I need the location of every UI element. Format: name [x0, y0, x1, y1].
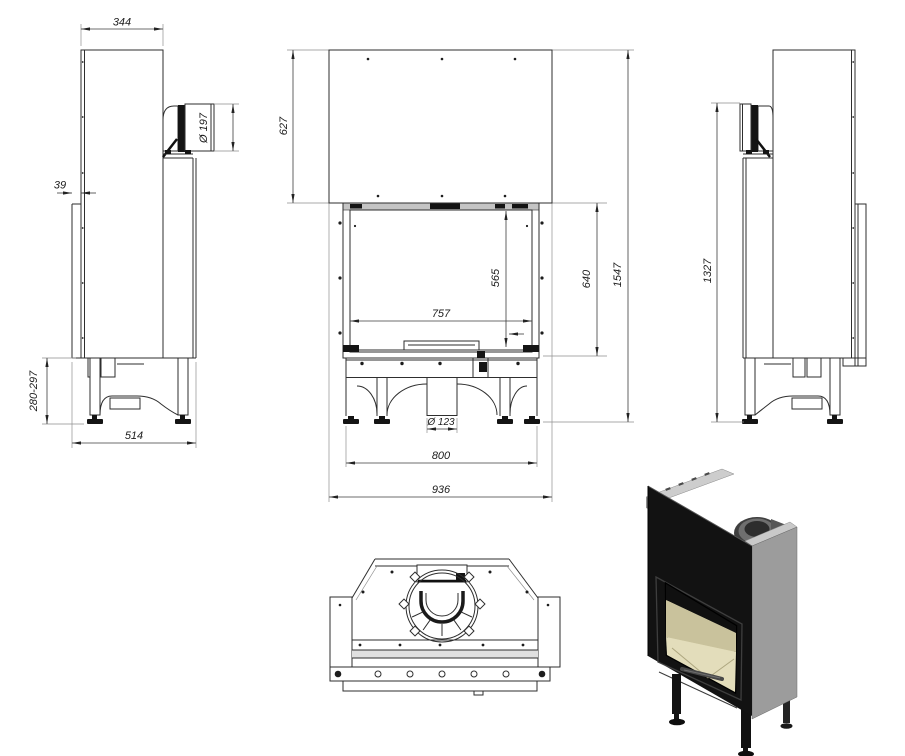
dim-left-flue-diameter-value: Ø 197 — [198, 112, 210, 144]
iso-leg-front-right — [741, 708, 751, 748]
dim-right-flue-top-height: 1327 — [702, 102, 744, 423]
iso-legs-front — [669, 674, 754, 756]
dim-front-total-height-value: 1547 — [612, 262, 624, 287]
side-view-right: 1327 — [702, 49, 867, 424]
right-view-geometry — [739, 49, 867, 424]
dim-front-hood-height-value: 627 — [278, 116, 290, 135]
dim-front-glass-height: 565 — [490, 211, 524, 347]
dim-front-leg-span: 800 — [345, 426, 538, 467]
isometric-view — [645, 468, 798, 756]
dim-left-door-offset-value: 39 — [54, 180, 66, 192]
iso-firebox-back-wall — [666, 600, 736, 652]
front-view: 627 565 757 640 1547 Ø 123 — [278, 49, 634, 502]
dim-front-leg-span-value: 800 — [432, 450, 451, 462]
dim-front-door-height-value: 640 — [581, 269, 593, 288]
left-view-geometry — [71, 49, 215, 424]
top-view-front-assembly — [329, 596, 561, 696]
dim-left-top-depth: 344 — [80, 17, 164, 46]
front-door — [338, 202, 544, 359]
dim-front-total-width-value: 936 — [432, 484, 451, 496]
dim-front-total-height: 1547 — [612, 50, 630, 422]
front-glass — [349, 209, 533, 353]
dim-left-leg-height: 280-297 — [28, 357, 84, 425]
front-hood-panel — [328, 49, 553, 204]
iso-door-handle — [680, 667, 724, 681]
iso-side-panel — [744, 521, 798, 720]
dim-front-hood-height: 627 — [278, 50, 295, 203]
dim-front-glass-height-value: 565 — [490, 268, 502, 287]
flue-collar-side-right — [739, 103, 774, 159]
dim-front-air-inlet-value: Ø 123 — [426, 417, 455, 428]
dim-left-flue-diameter: Ø 197 — [198, 103, 239, 152]
iso-firebox-dark-top — [666, 584, 736, 633]
dim-front-glass-width: 757 — [350, 308, 532, 323]
dim-front-total-width: 936 — [329, 484, 552, 499]
dim-front-air-inlet: Ø 123 — [426, 417, 458, 433]
dim-left-base-depth-value: 514 — [125, 430, 143, 442]
dim-front-door-height: 640 — [581, 203, 599, 356]
flue-collar-side — [162, 103, 215, 159]
dim-left-leg-height-value: 280-297 — [28, 370, 40, 412]
panel-edge-dots-right — [852, 61, 855, 339]
dim-right-flue-top-height-value: 1327 — [702, 258, 714, 283]
collar-bolts — [398, 571, 486, 637]
side-view-left: 344 Ø 197 39 280-297 514 — [28, 17, 239, 448]
dim-left-top-depth-value: 344 — [113, 17, 131, 29]
collar-spokes — [411, 611, 473, 636]
legs-side — [87, 357, 191, 424]
legs-side-right — [742, 357, 843, 424]
front-base — [343, 351, 540, 424]
top-view-body — [351, 558, 539, 640]
dim-left-base-depth: 514 — [71, 362, 197, 448]
iso-leg-back-right — [783, 699, 790, 723]
top-view — [329, 558, 561, 696]
top-view-flue-collar — [398, 564, 486, 643]
dim-front-glass-width-value: 757 — [432, 308, 451, 320]
dim-left-door-offset: 39 — [54, 180, 96, 195]
firebox-body-side-right — [742, 158, 867, 378]
panel-edge-dots — [81, 61, 84, 339]
air-inlet-pipe — [426, 377, 458, 416]
